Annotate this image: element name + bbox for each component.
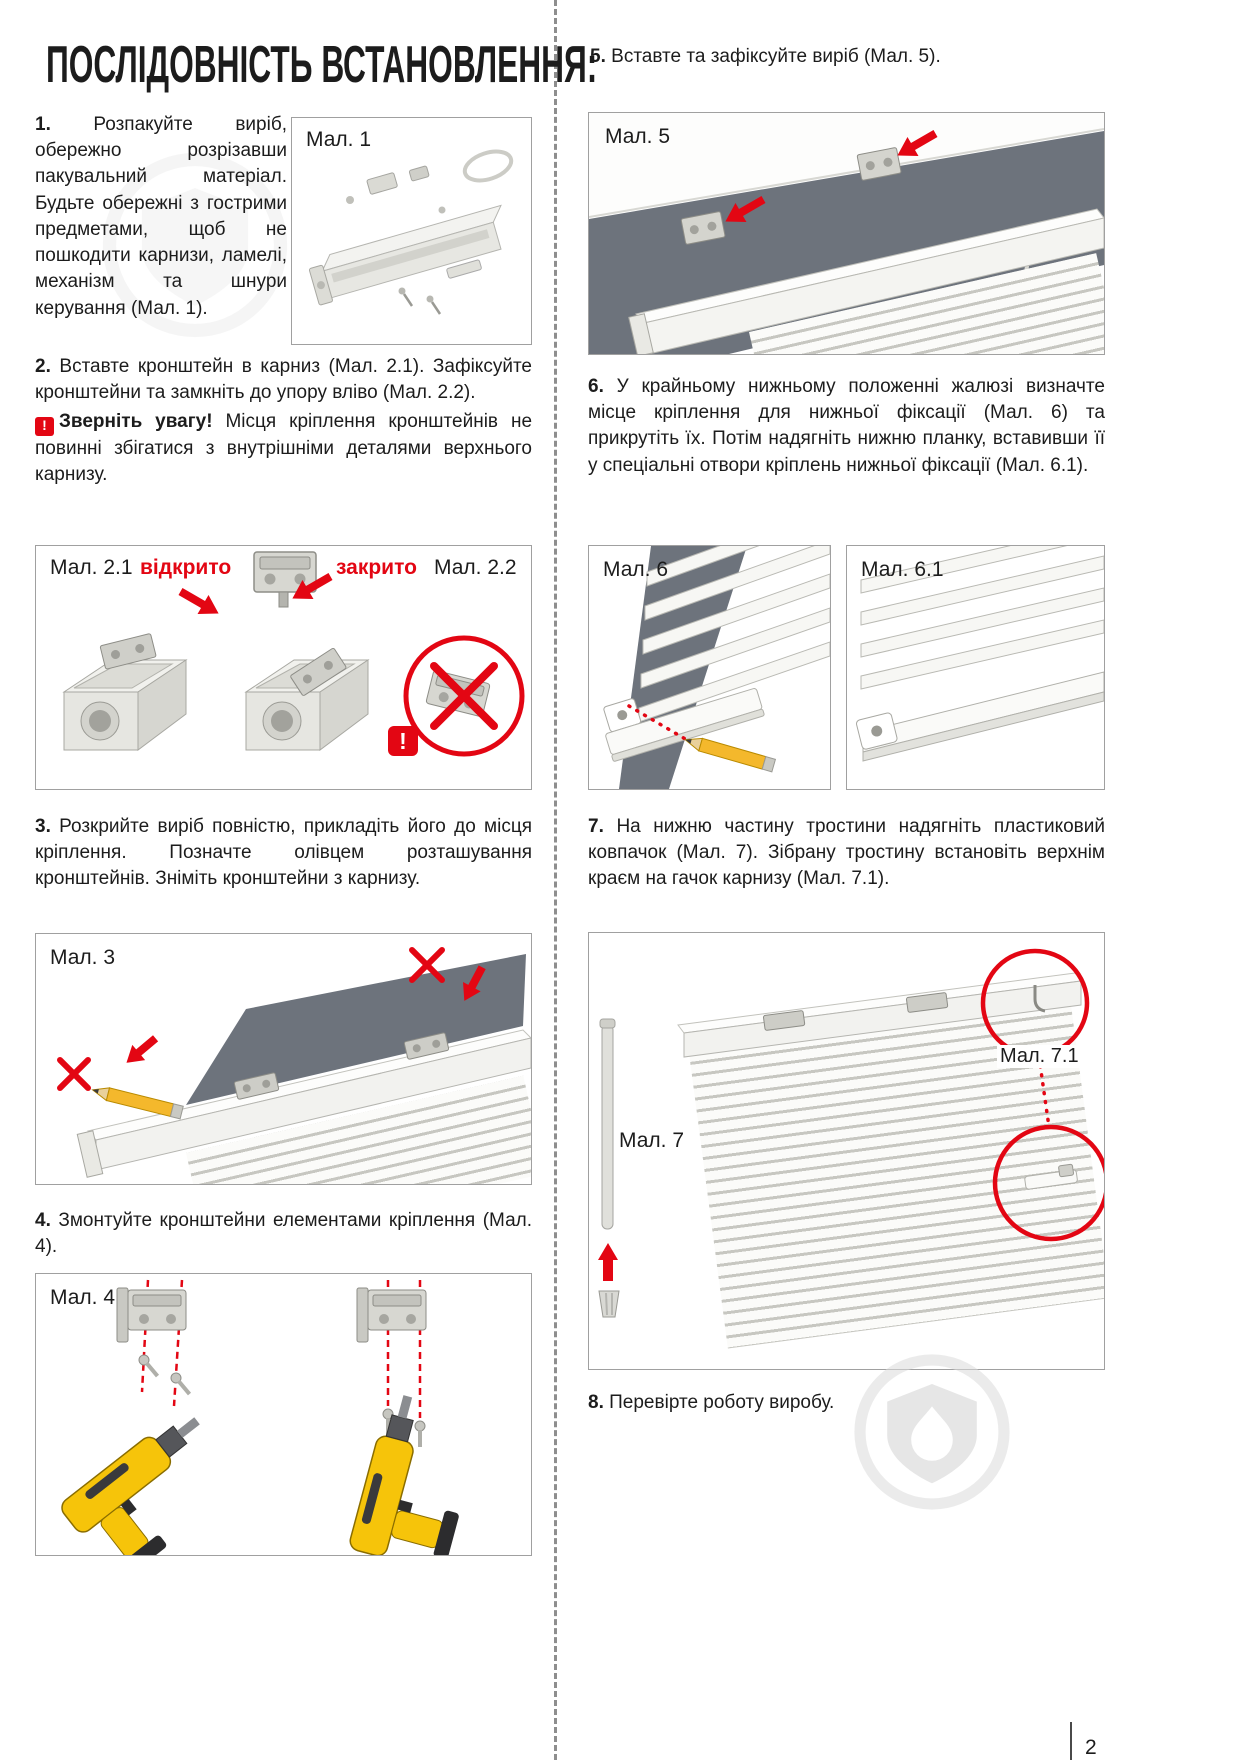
figure-3-label: Мал. 3 — [50, 946, 116, 969]
step-2-number: 2. — [35, 356, 51, 377]
red-arrow-icons — [178, 573, 333, 615]
warning-title: Зверніть увагу! — [59, 411, 213, 433]
step-5-number: 5. — [590, 46, 606, 67]
figure-1-label: Мал. 1 — [306, 128, 372, 151]
figure-6: Мал. 6 — [588, 545, 831, 790]
warning-box-icon — [388, 726, 418, 756]
cord-loop-icon — [462, 149, 514, 183]
figure-4-label: Мал. 4 — [50, 1286, 116, 1309]
figure-7-1-label: Мал. 7.1 — [997, 1045, 1082, 1068]
install-illustration — [589, 113, 1104, 354]
red-circle-highlight — [403, 635, 525, 757]
figure-1: Мал. 1 — [291, 117, 532, 345]
step-1: 1. Розпакуйте виріб, обережно розрізавши… — [35, 112, 287, 322]
rail-brackets — [233, 1032, 450, 1100]
cornice-open — [62, 633, 188, 751]
figure-5-label: Мал. 5 — [605, 125, 671, 148]
cap-on-rail — [1024, 1163, 1078, 1190]
step-7-number: 7. — [588, 816, 604, 837]
warning-text: Місця кріплення кронштейнів не повинні з… — [35, 411, 533, 485]
step-7-text: На нижню частину тростини надягніть плас… — [588, 816, 1106, 890]
figure-6-label: Мал. 6 — [603, 558, 669, 581]
wand-hook-illustration — [598, 948, 1104, 1318]
bottom-fix-illustration — [603, 546, 830, 789]
step-5: 5. Вставте та зафіксуйте виріб (Мал. 5). — [590, 44, 1095, 70]
figure-7-label: Мал. 7 — [619, 1129, 685, 1152]
step-4-number: 4. — [35, 1210, 51, 1231]
step-2: 2. Вставте кронштейн в карниз (Мал. 2.1)… — [35, 354, 532, 488]
step-3-number: 3. — [35, 816, 51, 837]
red-circle-cap — [992, 1124, 1104, 1242]
wand-icon — [599, 1018, 616, 1230]
step-7: 7. На нижню частину тростини надягніть п… — [588, 814, 1105, 893]
cornice-exploded-illustration — [308, 149, 514, 315]
bracket-icon — [116, 1287, 427, 1343]
step-2-text: Вставте кронштейн в карниз (Мал. 2.1). З… — [35, 356, 532, 404]
step-2-warning: !Зверніть увагу! Місця кріплення кронште… — [35, 409, 532, 488]
rail-brackets — [763, 992, 949, 1031]
figure-4: Мал. 4 — [35, 1273, 532, 1556]
figure-2-label-right: Мал. 2.2 — [434, 556, 517, 579]
red-dotted-line — [1037, 1055, 1051, 1129]
column-divider — [554, 0, 557, 1760]
red-cross-icon — [430, 662, 498, 730]
page-footer: 2 — [1070, 1722, 1097, 1760]
open-label: відкрито — [140, 556, 232, 579]
ceiling-brackets — [680, 147, 902, 245]
pencil-icon — [91, 1087, 184, 1120]
step-8-text: Перевірте роботу виробу. — [609, 1392, 835, 1413]
figure-6-1-label: Мал. 6.1 — [861, 558, 944, 581]
step-6-text: У крайньому нижньому положенні жалюзі ви… — [588, 376, 1105, 476]
step-8-number: 8. — [588, 1392, 604, 1413]
step-6-number: 6. — [588, 376, 604, 397]
page-title: ПОСЛІДОВНІСТЬ ВСТАНОВЛЕННЯ: — [46, 36, 598, 94]
drilling-illustration — [61, 1279, 459, 1555]
red-cross-icon — [57, 947, 445, 1091]
step-5-text: Вставте та зафіксуйте виріб (Мал. 5). — [611, 46, 941, 67]
warning-icon: ! — [35, 416, 54, 436]
step-3: 3. Розкрийте виріб повністю, прикладіть … — [35, 814, 532, 893]
step-4: 4. Змонтуйте кронштейни елементами кріпл… — [35, 1208, 532, 1260]
red-arrow-icons — [126, 965, 486, 1063]
slats — [860, 546, 1104, 690]
red-dotted-line — [627, 704, 689, 742]
bottom-rail-illustration — [856, 546, 1104, 762]
slats — [638, 546, 830, 723]
warning-exclamation: ! — [399, 728, 407, 754]
window-recess — [186, 954, 526, 1105]
figure-3: Мал. 3 — [35, 933, 532, 1185]
brand-watermark — [852, 1352, 1012, 1512]
figure-7: Мал. 7 Мал. 7.1 — [588, 932, 1105, 1370]
fixing-bracket — [856, 712, 898, 750]
hook-icon — [1033, 985, 1046, 1013]
figure-5: Мал. 5 — [588, 112, 1105, 355]
page-number: 2 — [1085, 1736, 1097, 1759]
cap-icon — [598, 1290, 620, 1318]
bottom-rail — [862, 671, 1104, 753]
step-3-text: Розкрийте виріб повністю, прикладіть йог… — [35, 816, 533, 890]
drill-icon — [61, 1395, 459, 1555]
red-arrow-icons — [725, 130, 938, 222]
cornice-closed — [244, 647, 370, 751]
step-4-text: Змонтуйте кронштейни елементами кріпленн… — [35, 1210, 532, 1258]
figure-6-1: Мал. 6.1 — [846, 545, 1105, 790]
red-arrow-up-icon — [598, 1243, 618, 1281]
pencil-icon — [684, 737, 777, 773]
bracket-mounting-illustration: ! — [62, 551, 525, 757]
step-8: 8. Перевірте роботу виробу. — [588, 1390, 1105, 1416]
step-1-text: Розпакуйте виріб, обережно розрізавши па… — [35, 114, 287, 319]
screw-icons — [398, 287, 442, 315]
cornice-rail — [308, 204, 502, 306]
step-1-number: 1. — [35, 114, 51, 135]
screw-icons — [138, 1354, 426, 1447]
figure-2-label-left: Мал. 2.1 — [50, 556, 133, 579]
marking-illustration — [57, 947, 531, 1178]
step-6: 6. У крайньому нижньому положенні жалюзі… — [588, 374, 1105, 479]
figure-2: Мал. 2.1 відкрито закрито Мал. 2.2 — [35, 545, 532, 790]
closed-label: закрито — [336, 556, 417, 579]
